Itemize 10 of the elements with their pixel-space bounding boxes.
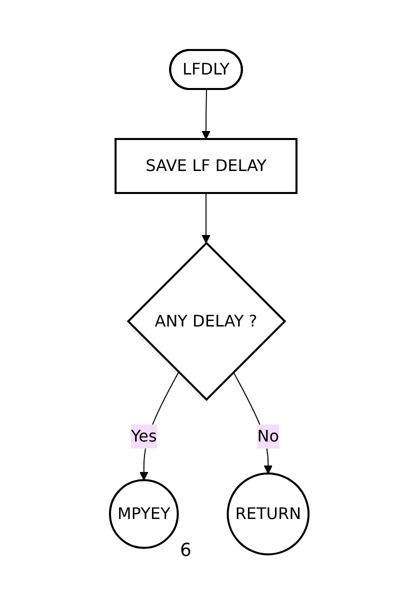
- arrow: [202, 88, 211, 140]
- arrow: [202, 192, 211, 244]
- node-circle: MPYEY: [109, 478, 179, 549]
- edge-label: No: [258, 426, 280, 446]
- node-diamond: ANY DELAY ?: [127, 241, 286, 401]
- node-caption: 6: [180, 540, 192, 561]
- node-circle: RETURN: [226, 472, 310, 556]
- node-box: SAVE LF DELAY: [114, 138, 298, 194]
- arrow: [233, 371, 273, 474]
- edge-label: Yes: [131, 426, 158, 446]
